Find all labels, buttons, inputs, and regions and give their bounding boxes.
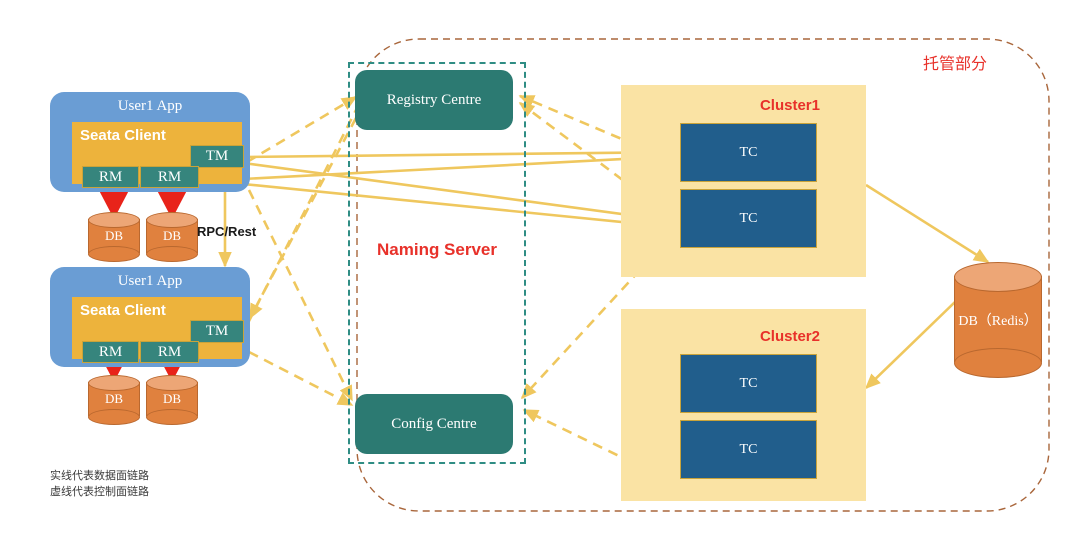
- legend-solid-line: 实线代表数据面链路: [50, 469, 149, 482]
- data-plane-links: [242, 145, 683, 234]
- app-title-2: User1 App: [117, 273, 183, 289]
- app-db-1a[interactable]: DB: [88, 212, 140, 262]
- seata-client-2[interactable]: Seata Client TM RM RM: [72, 297, 244, 363]
- tm-module-2[interactable]: TM: [190, 320, 244, 343]
- cylinder-bottom: [88, 409, 140, 425]
- rm-module-1a[interactable]: RM: [82, 166, 139, 188]
- app-box-2[interactable]: User1 App Seata Client TM RM RM: [50, 267, 250, 367]
- app-db-1b[interactable]: DB: [146, 212, 198, 262]
- legend-dashed-line: 虚线代表控制面链路: [50, 484, 149, 498]
- rpc-rest-label: RPC/Rest: [197, 224, 257, 239]
- cluster-1-title: Cluster1: [759, 97, 820, 114]
- tc-node-1a[interactable]: TC: [680, 123, 817, 182]
- redis-storage-label: DB（Redis）: [958, 314, 1038, 329]
- cluster-2[interactable]: Cluster2 TC TC: [621, 309, 866, 501]
- seata-client-label-1: Seata Client: [80, 127, 166, 144]
- cylinder-top: [146, 212, 198, 228]
- cylinder-bottom: [146, 409, 198, 425]
- rm-module-1b[interactable]: RM: [140, 166, 199, 188]
- naming-server-label: Naming Server: [377, 240, 497, 259]
- app-db-2a[interactable]: DB: [88, 375, 140, 425]
- cylinder-top: [88, 375, 140, 391]
- seata-client-1[interactable]: Seata Client TM RM RM: [72, 122, 244, 188]
- tc-node-2a[interactable]: TC: [680, 354, 817, 413]
- tm-module-1[interactable]: TM: [190, 145, 244, 168]
- app-db-2b[interactable]: DB: [146, 375, 198, 425]
- tc-node-1b[interactable]: TC: [680, 189, 817, 248]
- app-title-1: User1 App: [117, 98, 183, 114]
- cylinder-top: [146, 375, 198, 391]
- cylinder-top: [954, 262, 1042, 292]
- cylinder-bottom: [146, 246, 198, 262]
- app-box-1[interactable]: User1 App Seata Client TM RM RM: [50, 92, 250, 192]
- app-db-label-2a: DB: [104, 391, 124, 406]
- cylinder-top: [88, 212, 140, 228]
- app-db-label-1b: DB: [162, 228, 182, 243]
- cluster-1[interactable]: Cluster1 TC TC: [621, 85, 866, 277]
- cylinder-bottom: [88, 246, 140, 262]
- naming-server-boundary: [348, 62, 526, 464]
- hosted-region-boundary: [356, 38, 1050, 512]
- rm-module-2b[interactable]: RM: [140, 341, 199, 363]
- rm-module-2a[interactable]: RM: [82, 341, 139, 363]
- cluster-2-title: Cluster2: [759, 328, 820, 345]
- hosted-region-label: 托管部分: [923, 54, 988, 73]
- tc-node-2b[interactable]: TC: [680, 420, 817, 479]
- legend: 实线代表数据面链路 虚线代表控制面链路: [50, 468, 149, 500]
- config-centre-node[interactable]: Config Centre: [355, 394, 513, 454]
- registry-centre-node[interactable]: Registry Centre: [355, 70, 513, 130]
- redis-storage[interactable]: DB（Redis）: [954, 262, 1042, 380]
- app-db-label-1a: DB: [104, 228, 124, 243]
- app-db-label-2b: DB: [162, 391, 182, 406]
- cylinder-bottom: [954, 348, 1042, 378]
- seata-client-label-2: Seata Client: [80, 302, 166, 319]
